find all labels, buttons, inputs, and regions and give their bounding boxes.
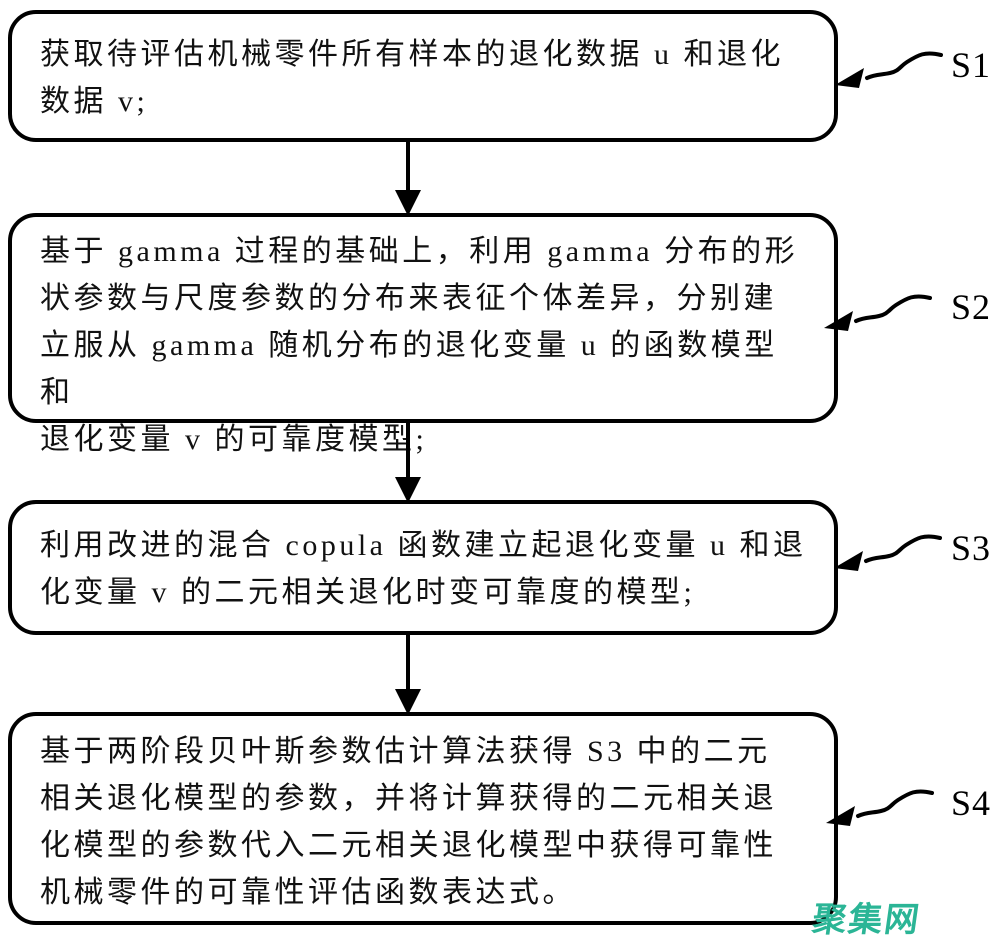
step-text-line: 数据 v; <box>40 85 149 118</box>
step-box-s3: 利用改进的混合 copula 函数建立起退化变量 u 和退 化变量 v 的二元相… <box>8 500 838 635</box>
step-text-line: 状参数与尺度参数的分布来表征个体差异，分别建 <box>40 282 777 315</box>
watermark: 聚集网 <box>809 901 924 937</box>
step-text-line: 化模型的参数代入二元相关退化模型中获得可靠性 <box>40 829 777 862</box>
down-arrow-icon <box>392 631 424 715</box>
step-text-line: 立服从 gamma 随机分布的退化变量 u 的函数模型和 <box>40 329 778 409</box>
callout-arrow-icon <box>832 46 944 98</box>
step-label-s3: S3 <box>951 528 992 568</box>
step-text-line: 机械零件的可靠性评估函数表达式。 <box>40 876 576 909</box>
step-text-s3: 利用改进的混合 copula 函数建立起退化变量 u 和退 化变量 v 的二元相… <box>12 504 834 616</box>
callout-arrow-icon <box>821 289 933 341</box>
step-text-line: 基于两阶段贝叶斯参数估计算法获得 S3 中的二元 <box>40 735 771 768</box>
step-label-s1: S1 <box>951 45 992 85</box>
step-text-s4: 基于两阶段贝叶斯参数估计算法获得 S3 中的二元 相关退化模型的参数，并将计算获… <box>12 716 834 916</box>
down-arrow-icon <box>392 138 424 216</box>
step-text-line: 退化变量 v 的可靠度模型; <box>40 423 428 456</box>
step-text-line: 利用改进的混合 copula 函数建立起退化变量 u 和退 <box>40 529 807 562</box>
step-text-line: 相关退化模型的参数，并将计算获得的二元相关退 <box>40 782 777 815</box>
step-label-s2: S2 <box>951 287 992 327</box>
step-text-s2: 基于 gamma 过程的基础上，利用 gamma 分布的形 状参数与尺度参数的分… <box>12 217 834 463</box>
callout-arrow-icon <box>823 784 935 836</box>
step-label-s4: S4 <box>951 783 992 823</box>
step-box-s4: 基于两阶段贝叶斯参数估计算法获得 S3 中的二元 相关退化模型的参数，并将计算获… <box>8 712 838 925</box>
step-box-s1: 获取待评估机械零件所有样本的退化数据 u 和退化 数据 v; <box>8 10 838 142</box>
step-text-line: 获取待评估机械零件所有样本的退化数据 u 和退化 <box>40 38 784 71</box>
step-text-s1: 获取待评估机械零件所有样本的退化数据 u 和退化 数据 v; <box>12 14 834 125</box>
step-text-line: 基于 gamma 过程的基础上，利用 gamma 分布的形 <box>40 235 799 268</box>
step-box-s2: 基于 gamma 过程的基础上，利用 gamma 分布的形 状参数与尺度参数的分… <box>8 213 838 456</box>
callout-arrow-icon <box>831 529 943 581</box>
step-text-line: 化变量 v 的二元相关退化时变可靠度的模型; <box>40 576 696 609</box>
down-arrow-icon <box>392 419 424 503</box>
